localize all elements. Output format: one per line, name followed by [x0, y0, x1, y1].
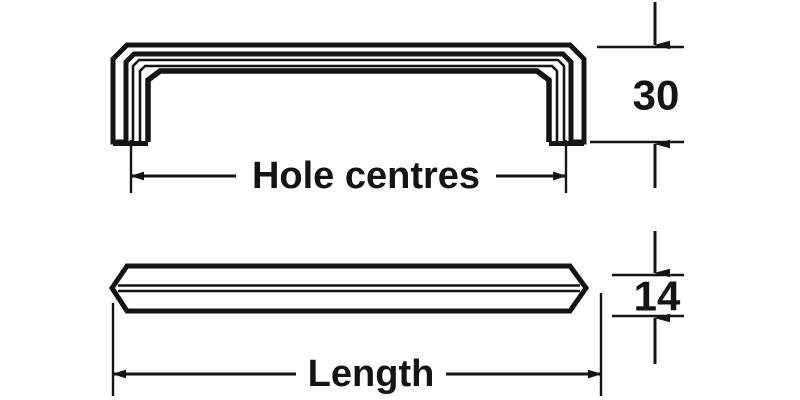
dimension-hole-centres: Hole centres [129, 140, 568, 197]
hole-centres-label: Hole centres [252, 155, 480, 197]
dimension-height-30: 30 [590, 2, 684, 188]
dimension-length: Length [111, 293, 603, 396]
handle-inner-line-2 [138, 64, 559, 142]
bar-outer-outline [108, 263, 590, 314]
height-value: 30 [633, 72, 680, 119]
handle-inner-line-1 [131, 58, 566, 142]
dimension-depth-14: 14 [612, 231, 684, 364]
handle-inner-wall [145, 68, 552, 142]
front-elevation-view [110, 42, 587, 146]
depth-value: 14 [634, 273, 681, 320]
plan-view [108, 263, 590, 314]
length-label: Length [308, 353, 435, 395]
